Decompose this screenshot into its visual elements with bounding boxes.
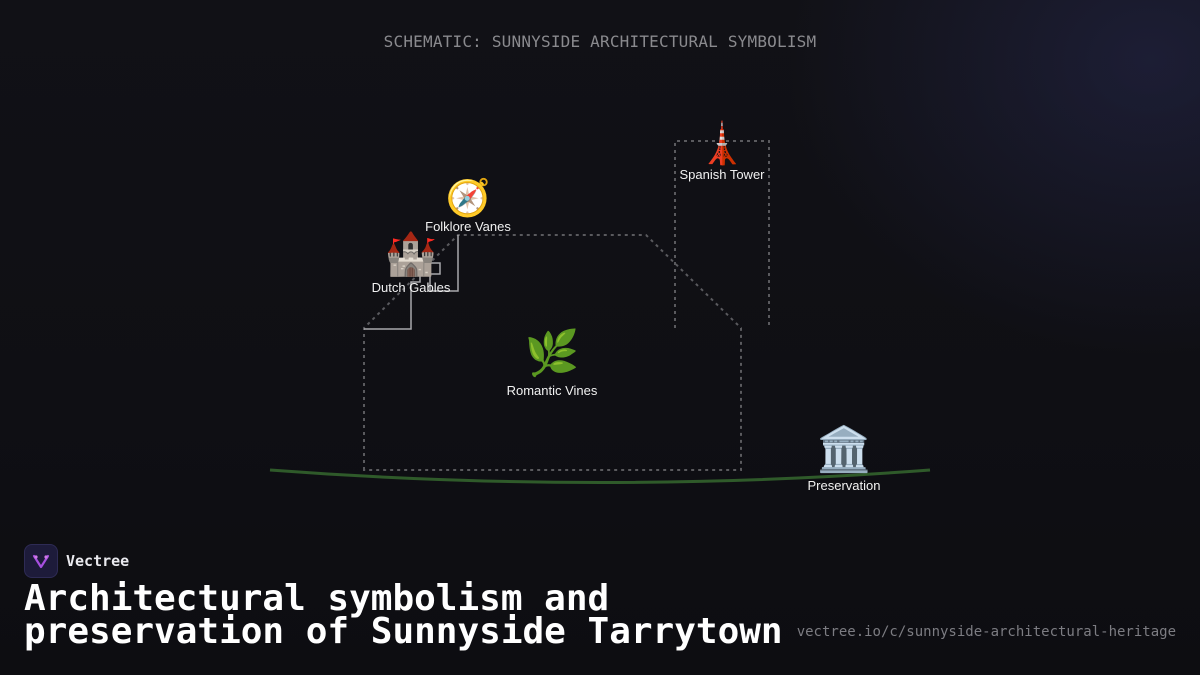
classical-building-icon: 🏛️: [817, 424, 872, 475]
node-preservation: 🏛️ Preservation: [808, 424, 881, 493]
tokyo-tower-icon: 🗼: [697, 119, 747, 167]
herb-icon: 🌿: [525, 328, 580, 379]
house-outline: [363, 234, 742, 471]
castle-icon: 🏰: [385, 229, 437, 278]
brand-name: Vectree: [66, 552, 130, 570]
node-label: Romantic Vines: [507, 383, 598, 398]
node-romantic-vines: 🌿 Romantic Vines: [507, 328, 598, 398]
node-label: Dutch Gables: [372, 280, 451, 295]
node-label: Spanish Tower: [679, 167, 765, 182]
vectree-logo-icon: [24, 544, 58, 578]
schematic-title: SCHEMATIC: SUNNYSIDE ARCHITECTURAL SYMBO…: [383, 32, 817, 51]
node-folklore-vanes: 🧭 Folklore Vanes: [425, 177, 511, 234]
node-label: Preservation: [808, 478, 881, 493]
brand: Vectree: [24, 544, 129, 578]
node-label: Folklore Vanes: [425, 219, 511, 234]
stepped-gable-outline: [364, 235, 459, 330]
headline: Architectural symbolism and preservation…: [24, 578, 783, 652]
tower-outline: [674, 140, 770, 328]
ground-line: [269, 468, 931, 484]
source-url: vectree.io/c/sunnyside-architectural-her…: [796, 624, 1176, 640]
node-spanish-tower: 🗼 Spanish Tower: [679, 119, 765, 182]
compass-icon: 🧭: [446, 177, 491, 219]
node-dutch-gables: 🏰 Dutch Gables: [372, 229, 451, 295]
